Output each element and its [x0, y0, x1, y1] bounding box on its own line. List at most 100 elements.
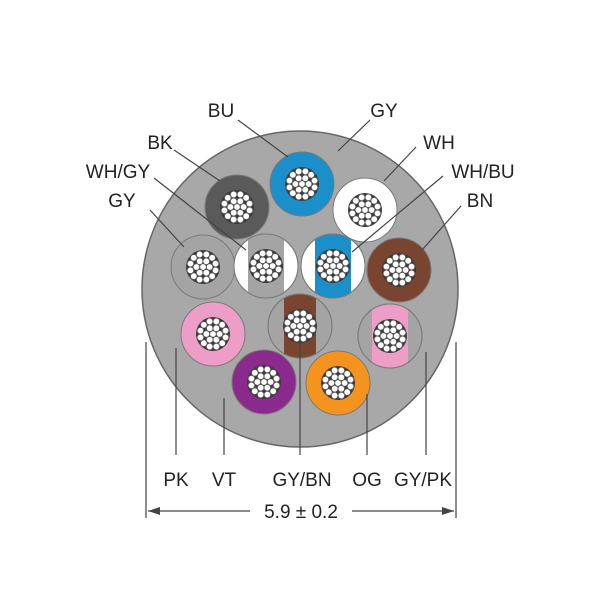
wire-strand — [348, 209, 357, 218]
wire-strand — [202, 257, 210, 265]
wire-strand — [236, 197, 244, 205]
wire-strand — [212, 336, 220, 344]
wire-strand — [202, 275, 211, 284]
wire-strand — [325, 370, 333, 378]
wire-strand — [253, 378, 262, 386]
wire-strand — [310, 176, 319, 185]
wire-strand — [364, 218, 373, 227]
wire-strand — [259, 256, 267, 264]
wire-strand — [301, 186, 309, 194]
wire-strand — [200, 321, 208, 329]
wire-strand — [292, 309, 301, 318]
wire-strand — [382, 344, 391, 353]
wire-strand — [236, 209, 244, 217]
wire-strand — [352, 215, 360, 223]
wire-strand — [218, 321, 226, 329]
wire-strand — [332, 268, 340, 276]
wire-strand — [388, 266, 397, 274]
wire-strand — [337, 373, 345, 381]
wire-strand — [370, 215, 378, 223]
wire-strand — [404, 257, 412, 265]
wire-strand — [398, 260, 406, 268]
wire-strand — [382, 269, 391, 278]
wire-strand — [370, 197, 378, 205]
wire-strand — [202, 250, 211, 259]
label-og: OG — [352, 470, 382, 491]
wire-strand — [325, 388, 333, 396]
wire-strand — [195, 257, 204, 265]
label-wh: WH — [423, 133, 455, 154]
wire-strand — [301, 167, 310, 176]
wire-strand — [337, 366, 346, 375]
label-gy-bn: GY/BN — [272, 470, 331, 491]
wire-strand — [224, 194, 232, 202]
label-vt: VT — [212, 470, 237, 491]
wire-strand — [249, 258, 258, 267]
label-bn: BN — [467, 191, 493, 212]
wire-strand — [299, 316, 307, 324]
wire-strand — [287, 331, 295, 339]
wire-strand — [266, 378, 275, 386]
wire-strand — [283, 325, 292, 334]
wire-strand — [265, 274, 274, 283]
wire-strand — [196, 326, 205, 335]
wire-strand — [249, 265, 258, 274]
wire-strand — [255, 262, 264, 270]
wire-strand — [383, 326, 391, 334]
wire-strand — [196, 333, 205, 342]
wire-strand — [401, 266, 410, 274]
wire-strand — [386, 257, 394, 265]
wire-strand — [332, 274, 341, 283]
wire-strand — [389, 326, 397, 334]
wire-strand — [265, 256, 273, 264]
wire-strand — [398, 253, 407, 262]
wire-strand — [321, 375, 330, 384]
wire-strand — [202, 330, 211, 338]
wire-strand — [239, 203, 248, 211]
wire-strand — [352, 197, 360, 205]
wire-strand — [338, 253, 346, 261]
wire-strand — [242, 194, 250, 202]
wire-strand — [391, 253, 400, 262]
wire-strand — [357, 218, 366, 227]
wire-strand — [308, 318, 317, 327]
wire-strand — [258, 249, 267, 258]
wire-strand — [404, 275, 412, 283]
wire-strand — [343, 370, 351, 378]
wire-strand — [221, 326, 230, 335]
wire-strand — [200, 339, 208, 347]
wire-strand — [389, 319, 398, 328]
wire-strand — [391, 278, 400, 287]
wire-strand — [398, 278, 407, 287]
wire-strand — [271, 253, 279, 261]
wire-strand — [263, 384, 271, 392]
wire-strand — [263, 365, 272, 374]
wire-strand — [326, 256, 334, 264]
wire-strand — [256, 390, 265, 399]
wire-strand — [354, 206, 363, 214]
wire-strand — [325, 249, 334, 258]
wire-strand — [389, 338, 397, 346]
wire-strand — [289, 171, 297, 179]
wire-strand — [263, 372, 271, 380]
wire-strand — [269, 387, 277, 395]
wire-strand — [299, 334, 308, 343]
wire-strand — [294, 167, 303, 176]
wire-strand — [335, 262, 344, 270]
label-pk: PK — [163, 470, 189, 491]
wire-strand — [398, 272, 406, 280]
wire-strand — [265, 249, 274, 258]
wire-strand — [190, 254, 198, 262]
wire-strand — [242, 212, 250, 220]
wire-strand — [211, 259, 220, 268]
wire-strand — [294, 192, 303, 201]
wire-strand — [256, 365, 265, 374]
wire-strand — [251, 369, 259, 377]
wire-strand — [364, 200, 372, 208]
wire-strand — [285, 183, 294, 192]
wire-strand — [392, 332, 401, 340]
wire-strand — [220, 199, 229, 208]
label-bk: BK — [147, 133, 173, 154]
wire-strand — [330, 366, 339, 375]
wire-strand — [269, 369, 277, 377]
